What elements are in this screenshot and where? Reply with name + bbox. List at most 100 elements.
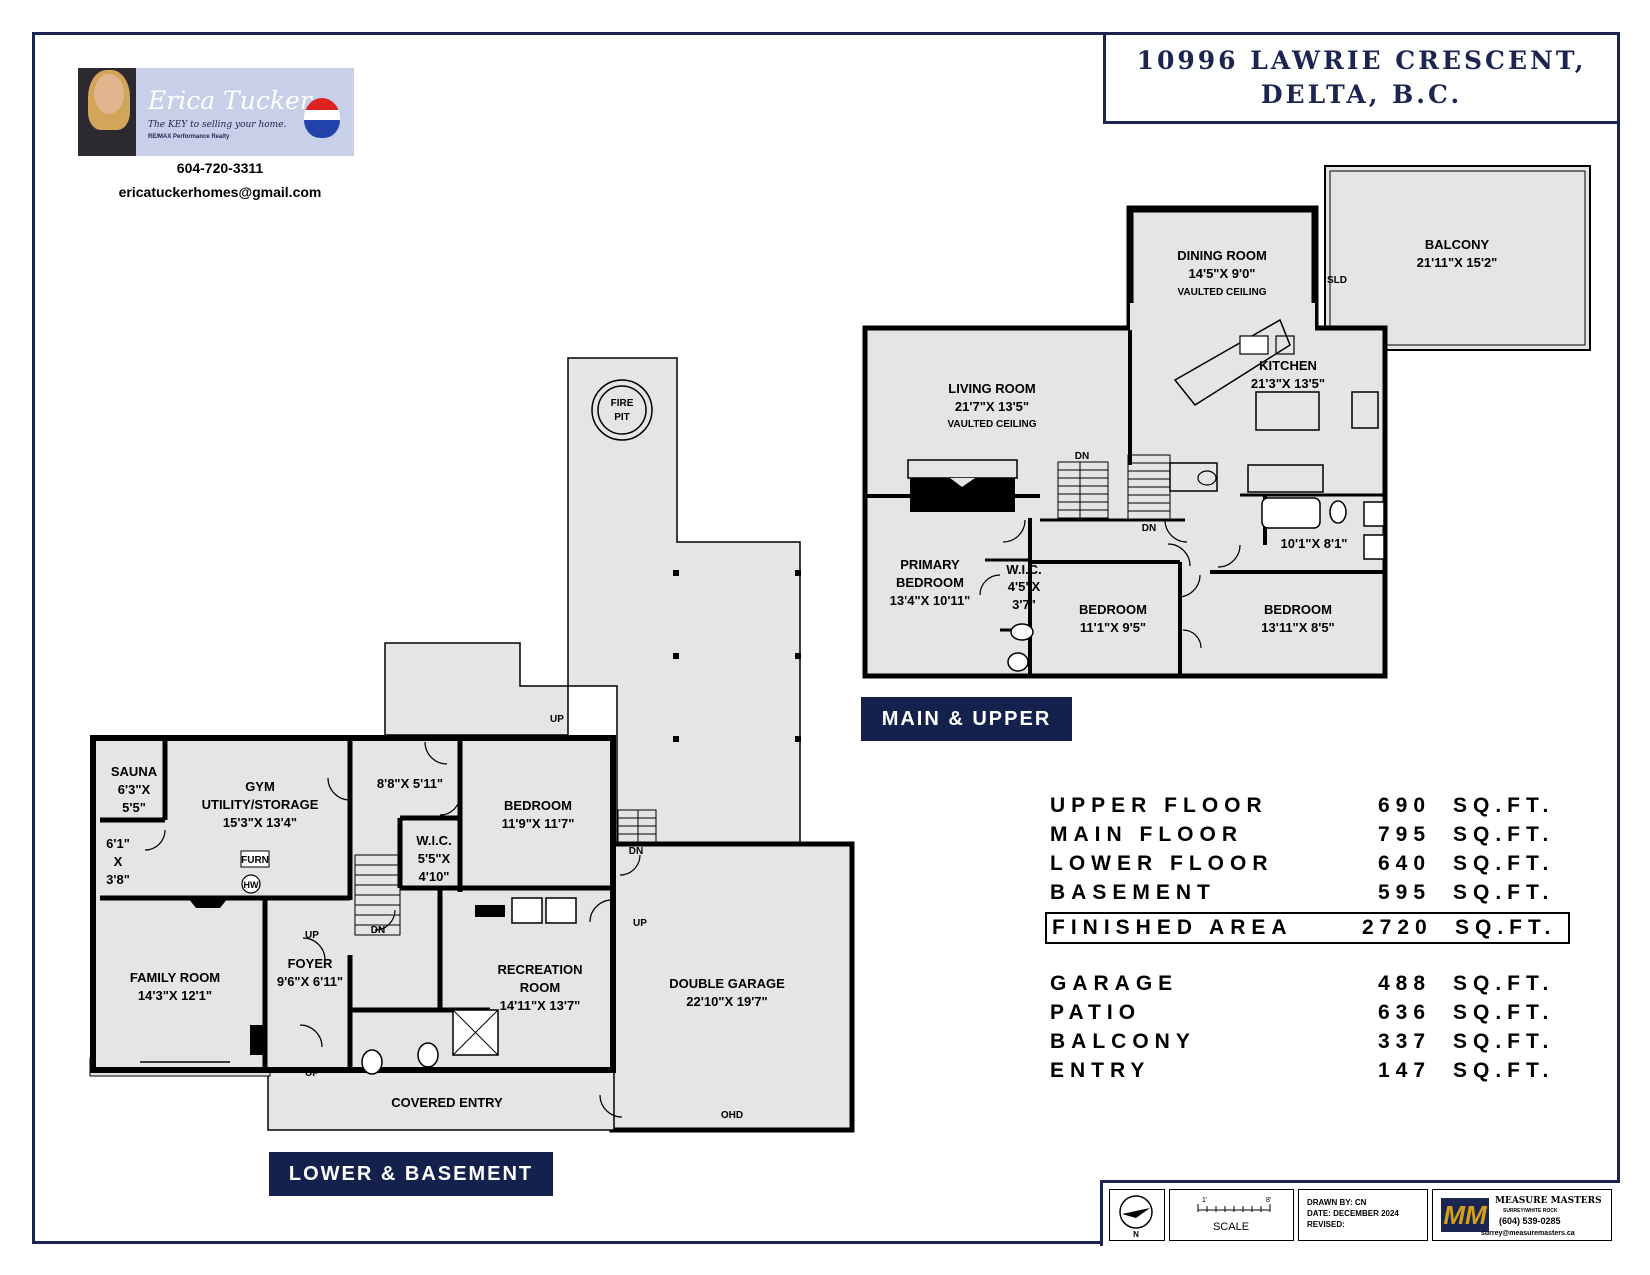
- lower-wic-name: W.I.C.: [416, 833, 451, 848]
- area-value: 147: [1378, 1059, 1432, 1082]
- agent-photo: [78, 68, 136, 156]
- covered-entry: [267, 1067, 615, 1131]
- area-value: 690: [1378, 794, 1432, 817]
- company-email[interactable]: surrey@measuremasters.ca: [1481, 1230, 1575, 1237]
- stair-down-label-1: DN: [1075, 451, 1089, 462]
- hall-size: 8'8"X 5'11": [377, 776, 443, 791]
- bedroom-3-name: BEDROOM: [1264, 602, 1332, 617]
- garage-up-label: UP: [633, 918, 647, 929]
- lower-plan: [89, 357, 855, 1133]
- agent-email[interactable]: ericatuckerhomes@gmail.com: [118, 184, 322, 200]
- garage-name: DOUBLE GARAGE: [669, 976, 785, 991]
- bedroom-3-size: 13'11"X 8'5": [1261, 620, 1334, 635]
- area-label: BALCONY: [1050, 1030, 1196, 1053]
- finished-area-label: FINISHED AREA: [1052, 916, 1293, 939]
- scale-start-label: 1': [1202, 1197, 1207, 1204]
- measure-masters-logo: MM: [1441, 1198, 1489, 1232]
- living-room-name: LIVING ROOM: [948, 381, 1035, 396]
- balcony-size: 21'11"X 15'2": [1417, 255, 1498, 270]
- covered-entry-label: COVERED ENTRY: [391, 1095, 503, 1110]
- area-value: 640: [1378, 852, 1432, 875]
- family-room-size: 14'3"X 12'1": [138, 988, 212, 1003]
- garage-size: 22'10"X 19'7": [686, 994, 767, 1009]
- drawing-date: DATE: DECEMBER 2024: [1307, 1209, 1399, 1218]
- stair-down-label-2: DN: [1142, 523, 1156, 534]
- closet-size-3: 3'8": [106, 872, 130, 887]
- area-label: LOWER FLOOR: [1050, 852, 1274, 875]
- upper-wic-name: W.I.C.: [1006, 562, 1041, 577]
- bedroom-2-size: 11'1"X 9'5": [1080, 620, 1146, 635]
- furnace-label: FURN: [241, 855, 269, 866]
- sauna-name: SAUNA: [111, 764, 158, 779]
- area-value: 636: [1378, 1001, 1432, 1024]
- scale-bar-icon: 1' 8' SCALE: [1197, 1197, 1271, 1233]
- recreation-room-name-2: ROOM: [520, 980, 560, 995]
- family-room-name: FAMILY ROOM: [130, 970, 220, 985]
- foyer-up-label: UP: [305, 930, 319, 941]
- entry-up-label: UP: [305, 1068, 319, 1079]
- area-label: PATIO: [1050, 1001, 1142, 1024]
- finished-area-value: 2720: [1362, 916, 1433, 939]
- area-label: ENTRY: [1050, 1059, 1151, 1082]
- lower-bedroom-size: 11'9"X 11'7": [502, 816, 575, 831]
- main-upper-floor-label: MAIN & UPPER: [861, 697, 1072, 741]
- company-cell: MM MEASURE MASTERS SURREY/WHITE ROCK (60…: [1432, 1189, 1612, 1241]
- kitchen-size: 21'3"X 13'5": [1251, 376, 1325, 391]
- foyer-size: 9'6"X 6'11": [277, 974, 343, 989]
- area-value: 595: [1378, 881, 1432, 904]
- area-label: UPPER FLOOR: [1050, 794, 1268, 817]
- living-room-size: 21'7"X 13'5": [955, 399, 1029, 414]
- upper-plan: [862, 165, 1591, 679]
- kitchen-name: KITCHEN: [1259, 358, 1317, 373]
- garage-stair-down-label: DN: [629, 846, 643, 857]
- sauna-size-2: 5'5": [122, 800, 146, 815]
- page-frame: [32, 32, 1620, 1244]
- area-unit: SQ.FT.: [1453, 1001, 1555, 1024]
- north-arrow-icon: N: [1119, 1195, 1153, 1239]
- area-unit: SQ.FT.: [1453, 972, 1555, 995]
- upper-wic-size-1: 4'5"X: [1008, 579, 1041, 594]
- agent-name: Erica Tucker: [148, 86, 312, 115]
- area-value: 337: [1378, 1030, 1432, 1053]
- agent-phone[interactable]: 604-720-3311: [176, 160, 264, 176]
- north-label: N: [1133, 1230, 1139, 1239]
- company-phone[interactable]: (604) 539-0285: [1499, 1216, 1561, 1226]
- fire-pit: [591, 379, 653, 441]
- area-label: GARAGE: [1050, 972, 1179, 995]
- lower-basement-floor-label: LOWER & BASEMENT: [269, 1152, 553, 1196]
- scale-cell: 1' 8' SCALE: [1169, 1189, 1294, 1241]
- foyer-name: FOYER: [288, 956, 333, 971]
- living-room-note: VAULTED CEILING: [947, 419, 1036, 430]
- hot-water-label: HW: [244, 880, 259, 890]
- agent-brokerage: RE/MAX Performance Realty: [148, 134, 230, 140]
- scale-label: SCALE: [1213, 1221, 1249, 1233]
- primary-bedroom-size: 13'4"X 10'11": [890, 593, 971, 608]
- dining-room-note: VAULTED CEILING: [1177, 287, 1266, 298]
- lower-bedroom-name: BEDROOM: [504, 798, 572, 813]
- property-address: 10996 LAWRIE CRESCENT, DELTA, B.C.: [1103, 32, 1620, 124]
- closet-size-2: X: [114, 854, 123, 869]
- upper-wic-size-2: 3'7": [1012, 597, 1036, 612]
- company-sub: SURREY/WHITE ROCK: [1503, 1208, 1558, 1214]
- sliding-door-label: SLD: [1327, 275, 1347, 286]
- area-unit: SQ.FT.: [1453, 794, 1555, 817]
- agent-tagline: The KEY to selling your home.: [148, 120, 287, 130]
- drawing-info-cell: DRAWN BY: CN DATE: DECEMBER 2024 REVISED…: [1298, 1189, 1428, 1241]
- agent-banner: Erica Tucker The KEY to selling your hom…: [78, 68, 354, 156]
- overhead-door-label: OHD: [721, 1110, 743, 1121]
- dining-room-name: DINING ROOM: [1177, 248, 1267, 263]
- area-row: LOWER FLOOR 640 SQ.FT.: [1045, 852, 1570, 881]
- balcony-area: [1324, 165, 1591, 351]
- area-unit: SQ.FT.: [1453, 852, 1555, 875]
- address-line-1: 10996 LAWRIE CRESCENT,: [1136, 46, 1587, 75]
- title-block: N 1' 8' SCALE DRAWN BY: CN DATE: DECEMBE…: [1100, 1180, 1620, 1246]
- primary-bedroom-name-2: BEDROOM: [896, 575, 964, 590]
- bedroom-2-name: BEDROOM: [1079, 602, 1147, 617]
